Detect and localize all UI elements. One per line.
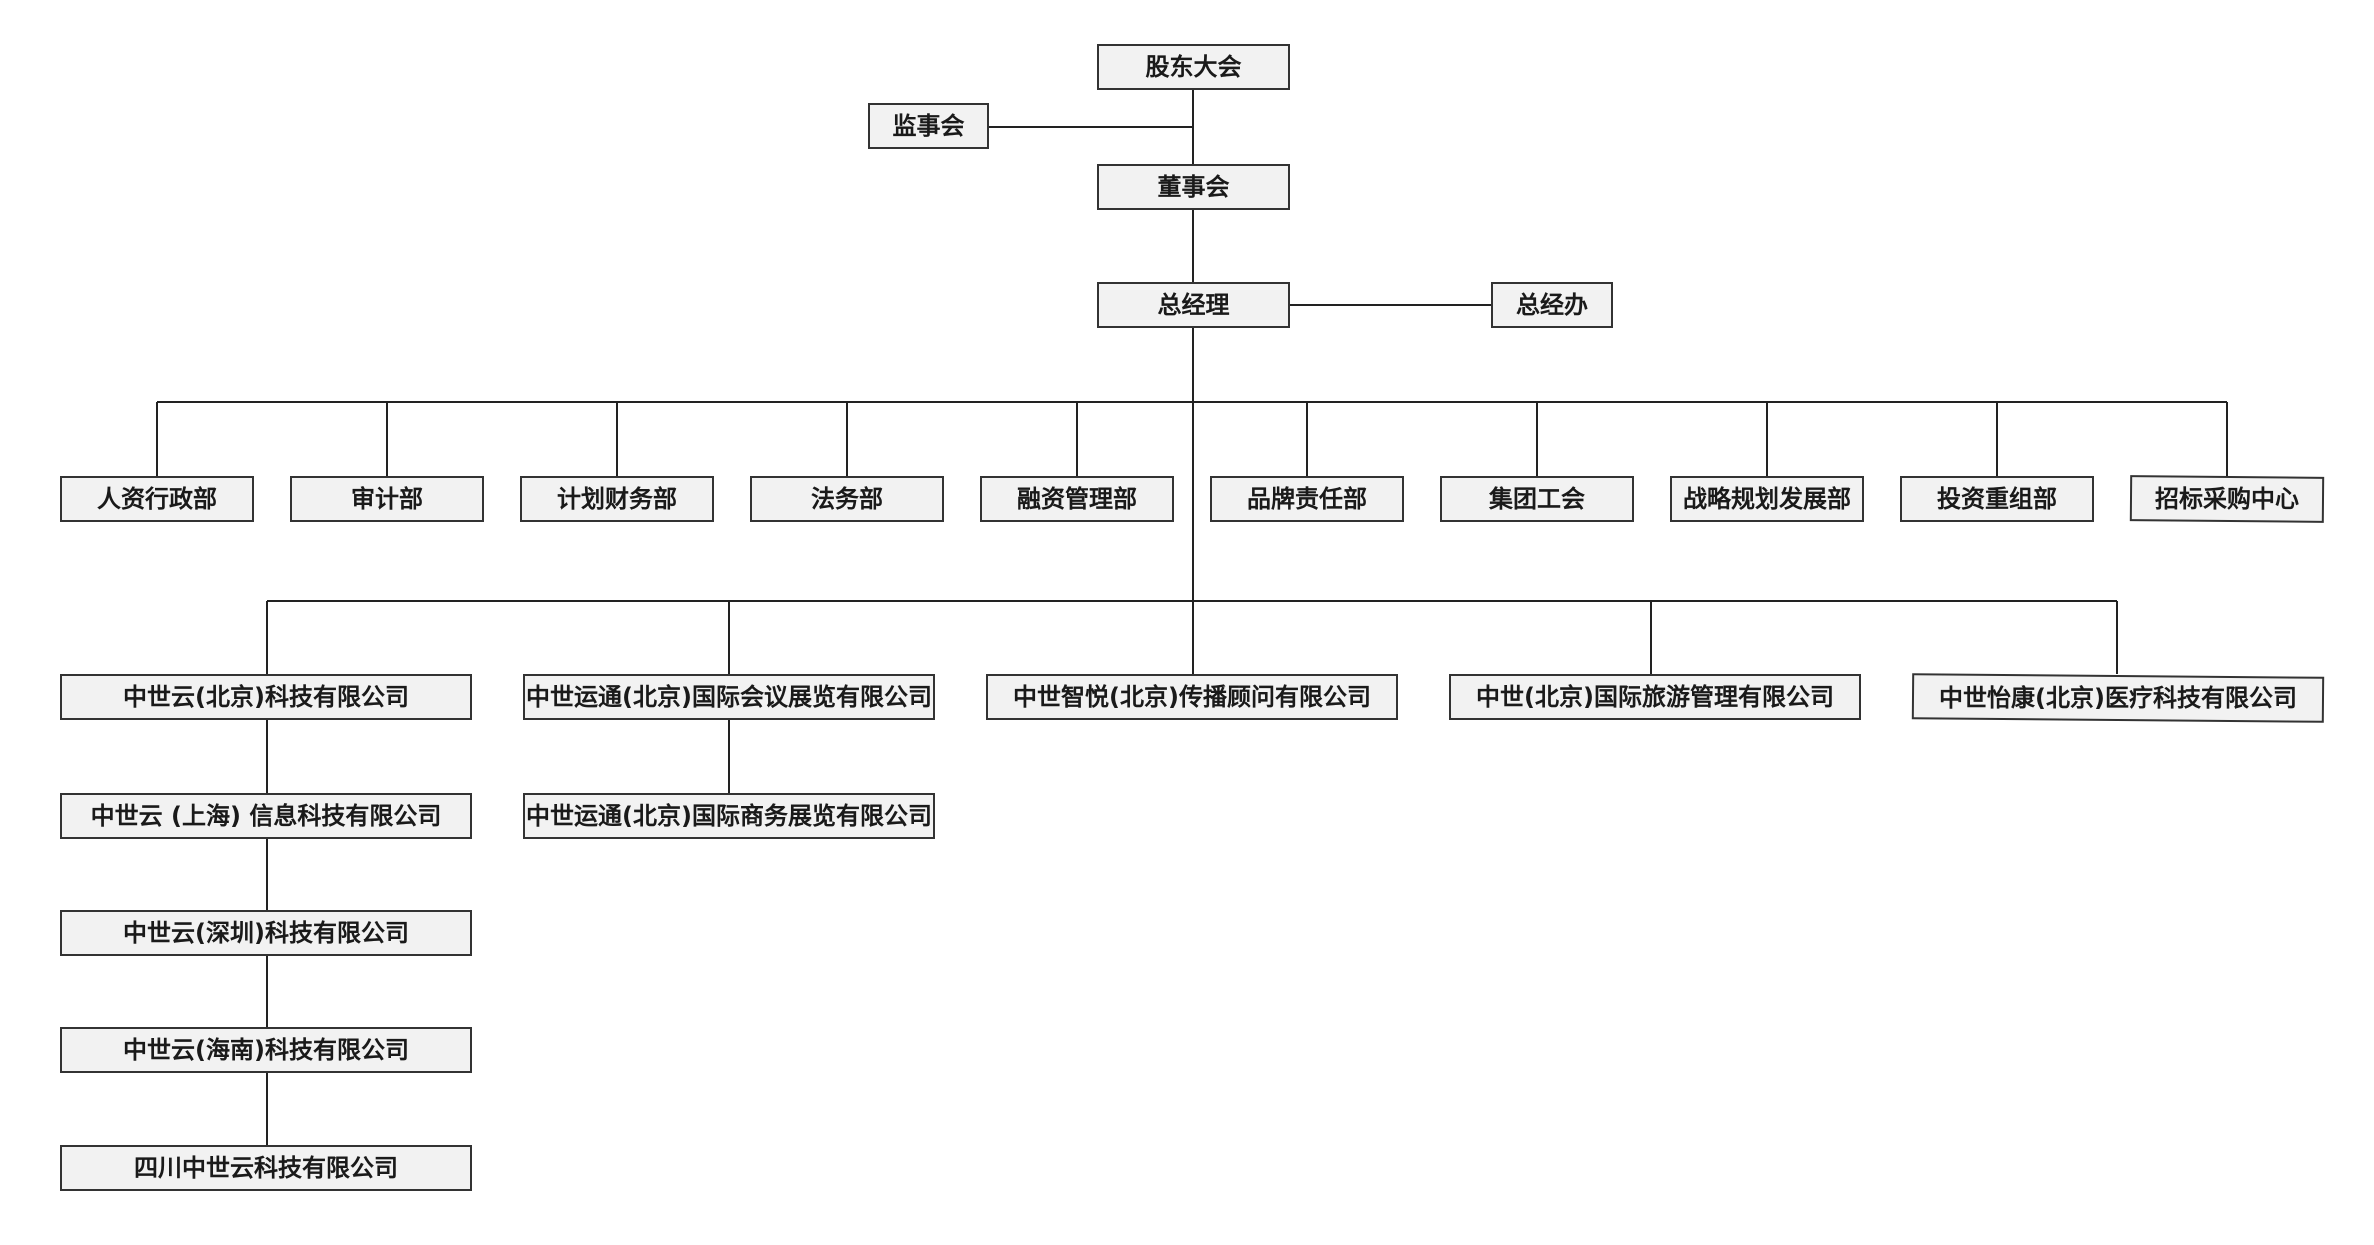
node-label: 股东大会 xyxy=(1146,53,1242,81)
node-label: 法务部 xyxy=(811,485,883,513)
node-label: 集团工会 xyxy=(1488,485,1585,513)
node-label: 中世运通(北京)国际会议展览有限公司 xyxy=(526,683,932,711)
node-supervisors: 监事会 xyxy=(868,103,989,149)
node-label: 品牌责任部 xyxy=(1247,485,1367,513)
node-label: 中世云 (上海) 信息科技有限公司 xyxy=(91,802,442,830)
node-board: 董事会 xyxy=(1097,164,1290,210)
node-subsidiary: 中世运通(北京)国际会议展览有限公司 xyxy=(523,674,935,720)
cloud-branch-nodes: 中世云 (上海) 信息科技有限公司 中世云(深圳)科技有限公司 中世云(海南)科… xyxy=(60,793,472,1191)
node-department: 法务部 xyxy=(750,476,944,522)
node-label: 战略规划发展部 xyxy=(1683,485,1851,513)
node-department: 战略规划发展部 xyxy=(1670,476,1864,522)
node-label: 人资行政部 xyxy=(97,485,217,513)
node-cloud-subsidiary: 四川中世云科技有限公司 xyxy=(60,1145,472,1191)
node-label: 四川中世云科技有限公司 xyxy=(134,1154,398,1182)
department-nodes: 人资行政部 审计部 计划财务部 法务部 融资管理部 品牌责任部 集团工会 战略 xyxy=(60,475,2325,523)
node-subsidiary: 中世怡康(北京)医疗科技有限公司 xyxy=(1911,673,2325,723)
node-label: 中世云(海南)科技有限公司 xyxy=(123,1036,409,1064)
expo-branch-nodes: 中世运通(北京)国际商务展览有限公司 xyxy=(523,793,935,839)
node-department: 品牌责任部 xyxy=(1210,476,1404,522)
node-label: 招标采购中心 xyxy=(2155,485,2299,513)
node-department: 人资行政部 xyxy=(60,476,254,522)
node-department: 融资管理部 xyxy=(980,476,1174,522)
subsidiary-nodes: 中世云(北京)科技有限公司 中世运通(北京)国际会议展览有限公司 中世智悦(北京… xyxy=(60,673,2325,723)
node-label: 中世云(北京)科技有限公司 xyxy=(123,683,409,711)
node-label: 投资重组部 xyxy=(1937,485,2057,513)
node-label: 中世怡康(北京)医疗科技有限公司 xyxy=(1939,684,2297,712)
node-label: 审计部 xyxy=(351,485,423,513)
node-subsidiary: 中世(北京)国际旅游管理有限公司 xyxy=(1449,674,1861,720)
node-department: 投资重组部 xyxy=(1900,476,2094,522)
node-department: 计划财务部 xyxy=(520,476,714,522)
node-label: 中世运通(北京)国际商务展览有限公司 xyxy=(526,802,932,830)
node-cloud-subsidiary: 中世云(深圳)科技有限公司 xyxy=(60,910,472,956)
node-label: 融资管理部 xyxy=(1017,485,1137,513)
node-subsidiary: 中世智悦(北京)传播顾问有限公司 xyxy=(986,674,1398,720)
node-cloud-subsidiary: 中世云 (上海) 信息科技有限公司 xyxy=(60,793,472,839)
node-gm: 总经理 xyxy=(1097,282,1290,328)
node-cloud-subsidiary: 中世云(海南)科技有限公司 xyxy=(60,1027,472,1073)
node-department: 招标采购中心 xyxy=(2129,475,2325,523)
node-subsidiary: 中世云(北京)科技有限公司 xyxy=(60,674,472,720)
node-department: 审计部 xyxy=(290,476,484,522)
node-department: 集团工会 xyxy=(1440,476,1634,522)
node-gm-office: 总经办 xyxy=(1491,282,1613,328)
node-label: 总经理 xyxy=(1158,291,1230,319)
node-expo-subsidiary: 中世运通(北京)国际商务展览有限公司 xyxy=(523,793,935,839)
node-shareholders: 股东大会 xyxy=(1097,44,1290,90)
node-label: 监事会 xyxy=(893,112,965,140)
connectors xyxy=(156,89,2228,1148)
node-label: 中世智悦(北京)传播顾问有限公司 xyxy=(1013,683,1371,711)
node-label: 计划财务部 xyxy=(557,485,677,513)
node-label: 董事会 xyxy=(1158,173,1230,201)
node-label: 中世云(深圳)科技有限公司 xyxy=(123,919,409,947)
node-label: 中世(北京)国际旅游管理有限公司 xyxy=(1476,683,1834,711)
node-label: 总经办 xyxy=(1516,291,1588,319)
